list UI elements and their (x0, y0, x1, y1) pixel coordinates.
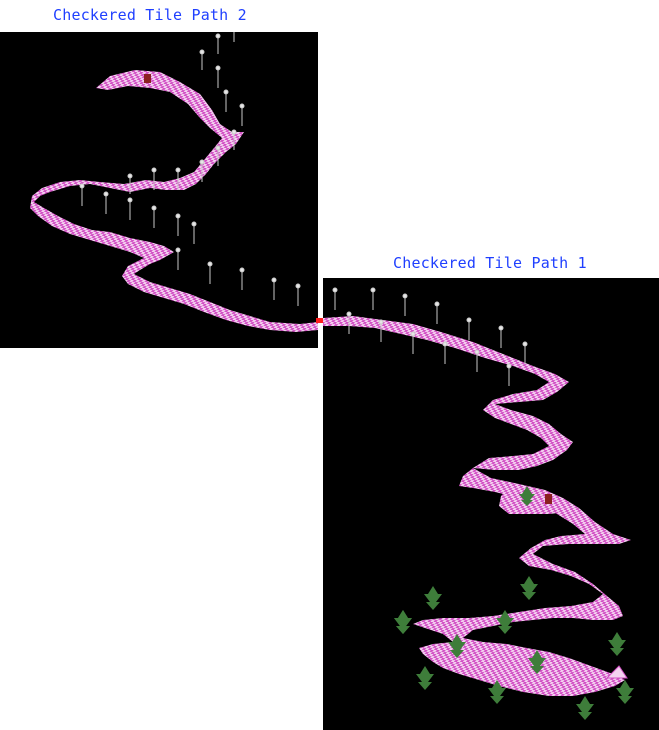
street-lamp-icon (402, 293, 408, 316)
pine-tree-icon (616, 680, 634, 704)
map1-canvas (323, 287, 634, 720)
pine-tree-icon (519, 486, 535, 506)
tree-group (394, 486, 634, 720)
pine-tree-icon (528, 650, 546, 674)
street-lamp-icon (215, 65, 221, 88)
street-lamp-icon (199, 49, 205, 70)
street-lamp-icon (175, 167, 181, 190)
pine-tree-icon (424, 586, 442, 610)
street-lamp-icon (378, 319, 384, 342)
street-lamp-icon (127, 173, 133, 194)
street-lamp-icon (239, 103, 245, 126)
door-icon[interactable] (545, 494, 552, 504)
street-lamp-group-map1 (332, 287, 528, 386)
street-lamp-icon (271, 277, 277, 300)
street-lamp-icon (151, 167, 157, 190)
street-lamp-icon (199, 159, 205, 182)
street-lamp-icon (191, 221, 197, 244)
pine-tree-icon (496, 610, 514, 634)
pine-tree-icon (488, 680, 506, 704)
street-lamp-icon (215, 145, 221, 166)
street-lamp-icon (295, 283, 301, 306)
street-lamp-icon (442, 341, 448, 364)
pine-tree-icon (576, 696, 594, 720)
map1-tile-path (323, 316, 631, 696)
street-lamp-icon (332, 287, 338, 310)
street-lamp-icon (506, 363, 512, 386)
street-lamp-icon (151, 205, 157, 228)
street-lamp-icon (103, 191, 109, 214)
street-lamp-icon (498, 325, 504, 348)
street-lamp-icon (466, 317, 472, 340)
pine-tree-icon (448, 634, 466, 658)
street-lamp-icon (239, 267, 245, 290)
tent-icon[interactable] (605, 665, 628, 679)
map1-panel[interactable] (323, 278, 659, 730)
door-icon[interactable] (144, 74, 151, 83)
street-lamp-icon (474, 349, 480, 372)
street-lamp-icon (223, 89, 229, 112)
map1-inner-loop (499, 488, 569, 514)
street-lamp-icon (175, 247, 181, 270)
street-lamp-icon (207, 261, 213, 284)
pine-tree-icon (416, 666, 434, 690)
street-lamp-icon (410, 331, 416, 354)
pine-tree-icon (608, 632, 626, 656)
map2-panel[interactable] (0, 32, 318, 348)
map-connector[interactable] (316, 318, 324, 323)
street-lamp-group-map2 (79, 32, 301, 306)
street-lamp-icon (231, 129, 237, 150)
pine-tree-icon (394, 610, 412, 634)
street-lamp-icon (175, 213, 181, 236)
street-lamp-icon (370, 287, 376, 310)
street-lamp-icon (522, 341, 528, 364)
street-lamp-icon (434, 301, 440, 324)
map2-title: Checkered Tile Path 2 (53, 6, 247, 24)
map2-canvas (30, 32, 318, 332)
street-lamp-icon (79, 183, 85, 206)
map1-title: Checkered Tile Path 1 (393, 254, 587, 272)
street-lamp-icon (127, 197, 133, 220)
street-lamp-icon (346, 311, 352, 334)
pine-tree-icon (520, 576, 538, 600)
map2-tile-path (30, 70, 318, 332)
street-lamp-icon (215, 33, 221, 54)
